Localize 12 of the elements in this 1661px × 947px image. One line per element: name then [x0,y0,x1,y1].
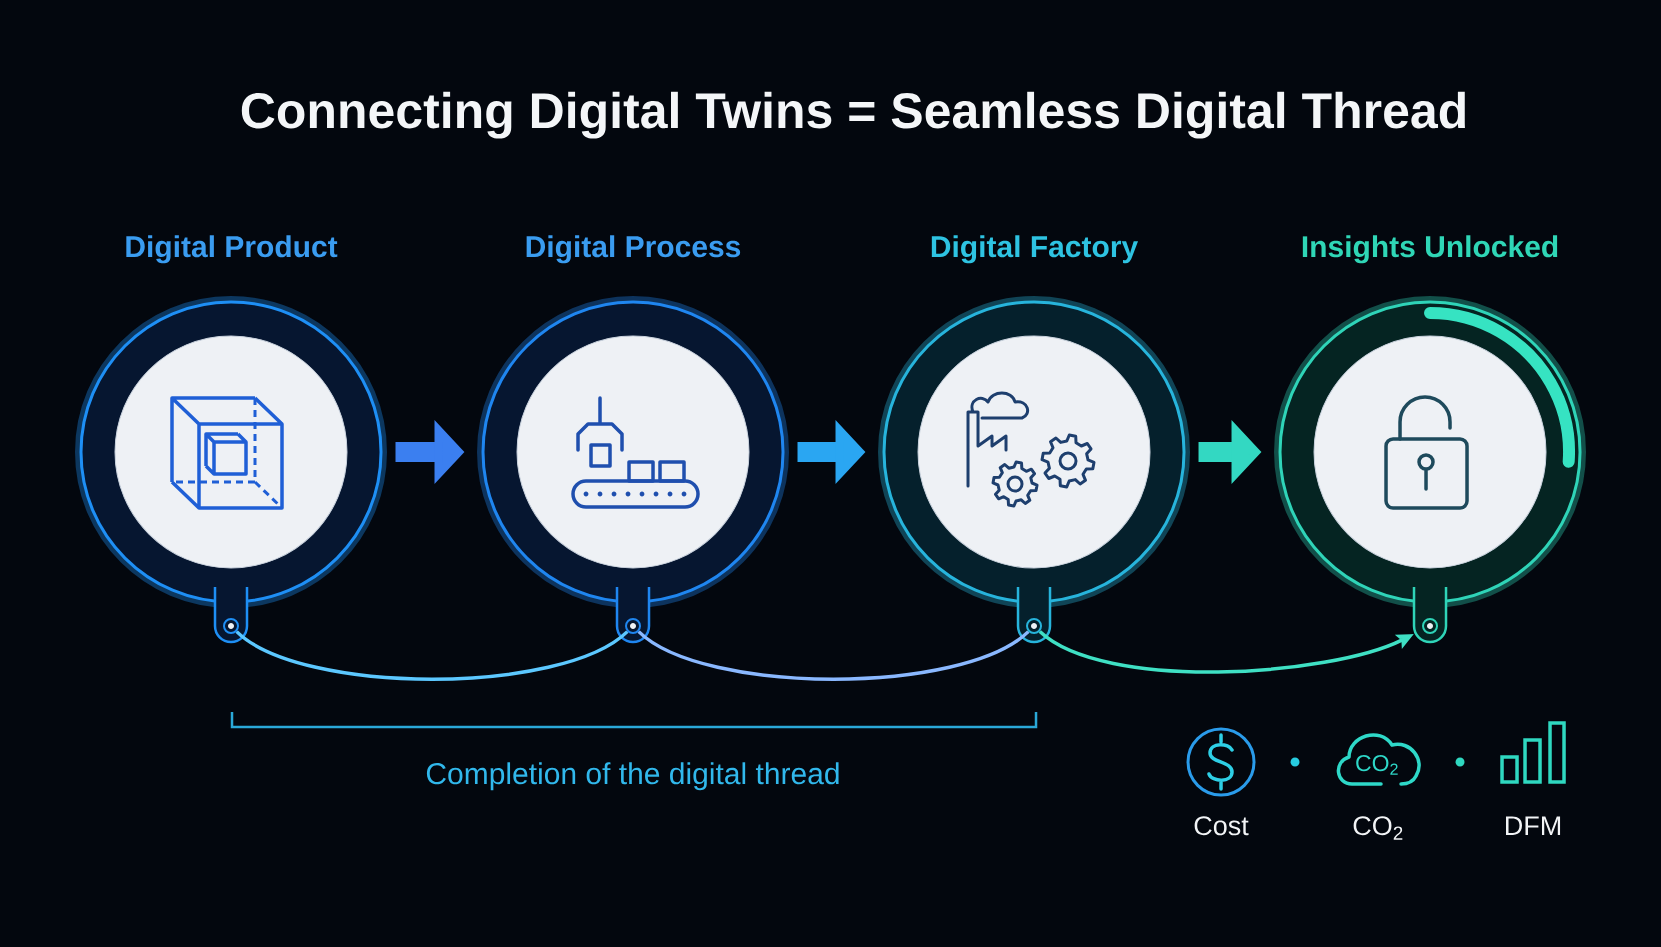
step-title: Digital Process [526,235,741,264]
metric-label: Cost [1194,816,1249,836]
metric-label: DFM [1506,816,1561,835]
icon-text: CO$_{2}$ [1356,754,1398,775]
curved-line [235,630,629,681]
step-title: Digital Factory [931,235,1139,264]
step-title: Insights Unlocked [1302,235,1558,264]
step-title: Digital Product [126,235,338,264]
metric-label: CO$_{2}$ [1353,816,1403,840]
curved-line [637,630,1030,681]
title: Connecting Digital Twins = Seamless Digital Thread [241,91,1465,139]
bracket-label: Completion of the digital thread [426,762,839,791]
